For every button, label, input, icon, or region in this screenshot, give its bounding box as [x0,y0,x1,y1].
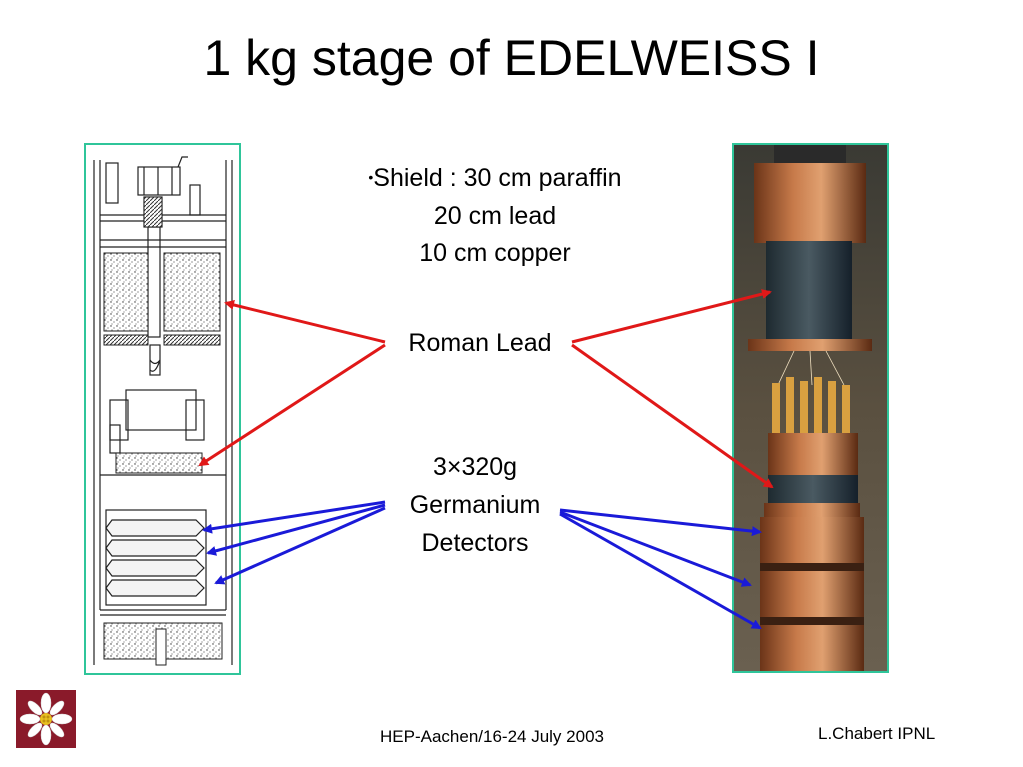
arrow-blue-left-3 [214,506,386,585]
footer-conference: HEP-Aachen/16-24 July 2003 [380,727,604,746]
detector-photo-illustration [734,145,887,671]
cryostat-drawing-panel [84,143,241,675]
shield-line-2: 20 cm lead [433,201,557,230]
germanium-line-2: Germanium [409,491,541,519]
arrow-red-left-upper [224,300,386,344]
roman-lead-label: Roman Lead [408,329,552,357]
slide-title: 1 kg stage of EDELWEISS I [203,30,820,86]
edelweiss-flower-icon [16,690,76,748]
cryostat-schematic-drawing [93,156,233,666]
germanium-label: 3×320g Germanium Detectors [385,448,565,562]
arrow-blue-right-2 [559,510,752,587]
germanium-line-1: 3×320g [432,453,518,481]
shield-line-1-text: Shield : 30 cm paraffin [373,164,622,192]
arrow-blue-left-1 [202,500,386,534]
arrow-red-left-lower [198,343,386,467]
detector-photo-panel [732,143,889,673]
shield-line-1: •Shield : 30 cm paraffin [330,160,660,198]
bullet: • [368,168,374,185]
arrow-blue-left-2 [206,503,386,556]
arrow-red-right-lower [571,343,774,489]
shield-description: •Shield : 30 cm paraffin 20 cm lead 10 c… [330,160,660,272]
footer-author: L.Chabert IPNL [818,724,936,743]
arrow-red-right-upper [571,289,772,344]
germanium-line-3: Detectors [421,529,529,557]
arrow-blue-right-1 [559,508,762,537]
arrow-blue-right-3 [559,512,762,630]
shield-line-3: 10 cm copper [419,238,571,267]
